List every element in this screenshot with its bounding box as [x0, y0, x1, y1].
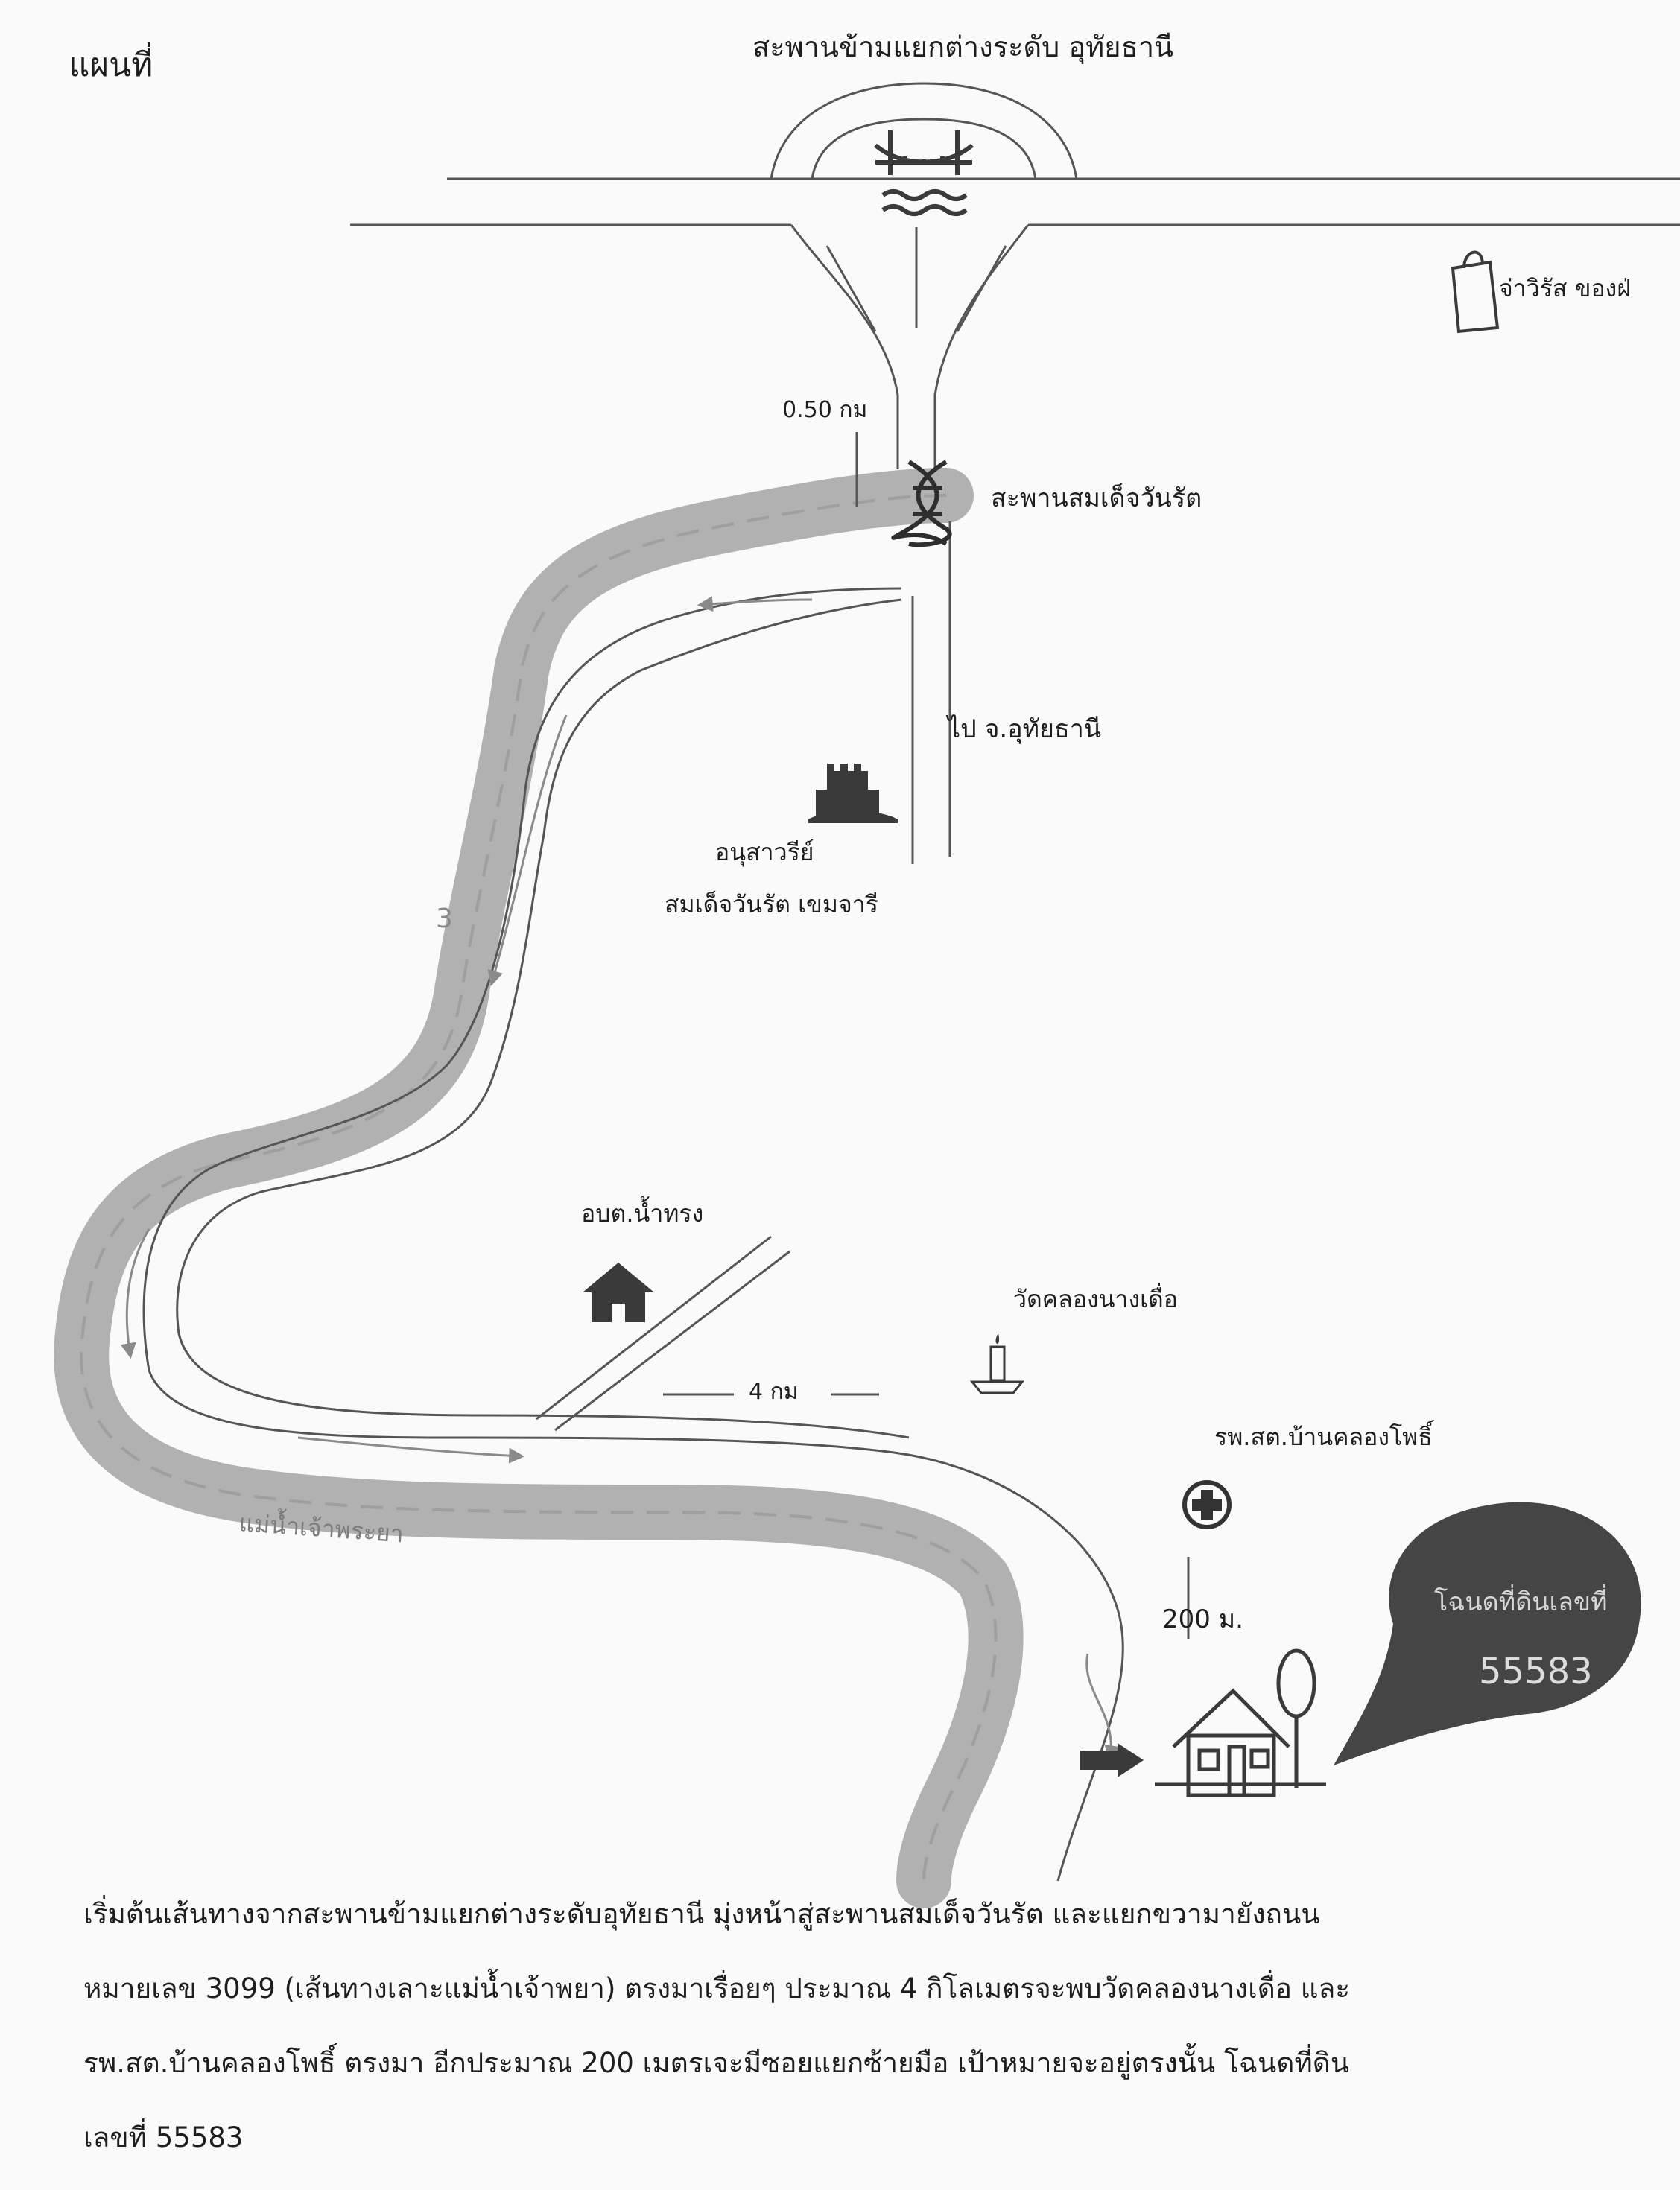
river-edge — [80, 494, 998, 1882]
arrow-right-icon — [1080, 1743, 1144, 1777]
interchange-arcs — [770, 82, 1078, 180]
castle-icon — [808, 764, 898, 823]
label-temple: วัดคลองนางเดื่อ — [1013, 1283, 1178, 1313]
label-deed-number: 55583 — [1479, 1651, 1593, 1692]
river — [54, 468, 1024, 1908]
label-river-mark: 3 — [436, 904, 453, 934]
label-to-city: ไป จ.อุทัยธานี — [945, 714, 1101, 744]
label-tambon-office: อบต.น้ำทรง — [581, 1196, 703, 1228]
description-line: เริ่มต้นเส้นทางจากสะพานข้ามแยกต่างระดับอ… — [83, 1898, 1320, 1930]
label-distance-top: 0.50 กม — [782, 397, 867, 423]
water-icon — [881, 189, 968, 216]
label-interchange: สะพานข้ามแยกต่างระดับ อุทัยธานี — [752, 31, 1173, 64]
label-distance-end: 200 ม. — [1162, 1605, 1243, 1634]
dna-bridge-icon — [891, 460, 952, 548]
candle-icon — [969, 1333, 1025, 1394]
label-monument-2: สมเด็จวันรัต เขมจารี — [665, 890, 878, 918]
direction-arrows — [120, 596, 1120, 1762]
label-shop: จ่าวิรัส ของฝ่ — [1499, 274, 1631, 302]
funnel-roads — [790, 224, 1030, 469]
label-distance-mid: 4 กม — [749, 1379, 799, 1405]
side-road-a — [536, 1235, 772, 1421]
shopping-bag-icon — [1451, 250, 1500, 334]
label-monument-1: อนุสาวรีย์ — [715, 838, 814, 867]
page-title: แผนที่ — [69, 46, 153, 84]
side-road-b — [554, 1250, 790, 1432]
route-description: เริ่มต้นเส้นทางจากสะพานข้ามแยกต่างระดับอ… — [83, 1877, 1611, 2175]
home-tree-icon — [1155, 1648, 1326, 1797]
label-health-center: รพ.สต.บ้านคลองโพธิ์ — [1214, 1420, 1435, 1451]
house-icon — [583, 1263, 654, 1322]
road-main — [142, 587, 1124, 1882]
deed-bubble — [1334, 1502, 1641, 1765]
road-inner — [176, 598, 910, 1439]
label-deed-title: โฉนดที่ดินเลขที่ — [1434, 1584, 1608, 1617]
bridge-icon — [874, 130, 974, 175]
description-line: หมายเลข 3099 (เส้นทางเลาะแม่น้ำเจ้าพยา) … — [83, 1972, 1351, 2005]
description-line: เลขที่ 55583 — [83, 2121, 244, 2154]
label-bridge: สะพานสมเด็จวันรัต — [991, 483, 1202, 513]
description-line: รพ.สต.บ้านคลองโพธิ์ ตรงมา อีกประมาณ 200 … — [83, 2047, 1350, 2079]
medical-cross-icon — [1182, 1480, 1232, 1529]
